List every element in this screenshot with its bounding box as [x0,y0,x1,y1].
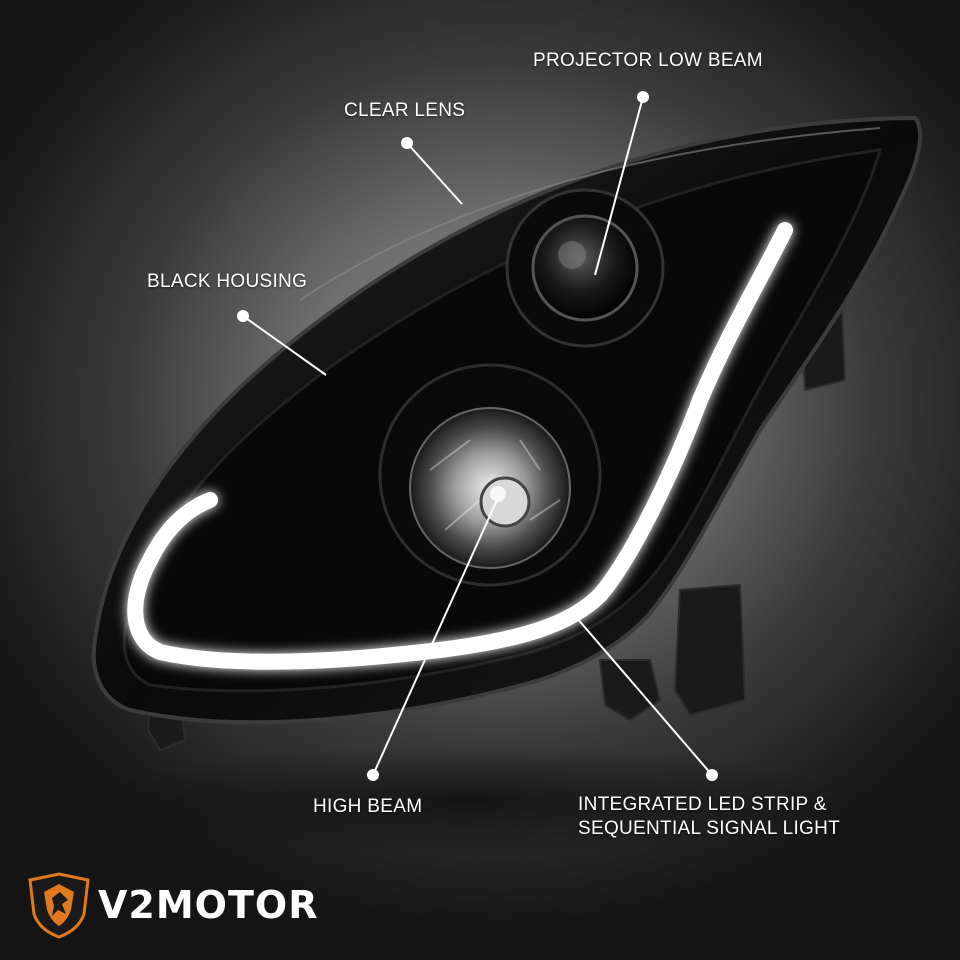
lens-reflection [299,127,881,301]
callout-led-strip-line1: INTEGRATED LED STRIP & [578,794,827,815]
griffin-shield-icon [28,872,90,939]
callout-black-housing: BLACK HOUSING [147,271,308,292]
led-strip [127,222,793,670]
callout-lines [237,91,718,781]
callout-high-beam: HIGH BEAM [313,796,423,817]
brand-name: V2MOTOR [98,883,319,927]
callout-projector-low-beam: PROJECTOR LOW BEAM [533,50,763,71]
callout-led-strip-line2: SEQUENTIAL SIGNAL LIGHT [578,818,841,839]
floor-shadow [90,745,850,855]
callout-led-strip: INTEGRATED LED STRIP & SEQUENTIAL SIGNAL… [578,793,840,841]
projector-lens [531,214,639,322]
brand-logo: V2MOTOR [24,870,324,940]
callout-clear-lens: CLEAR LENS [344,100,466,121]
